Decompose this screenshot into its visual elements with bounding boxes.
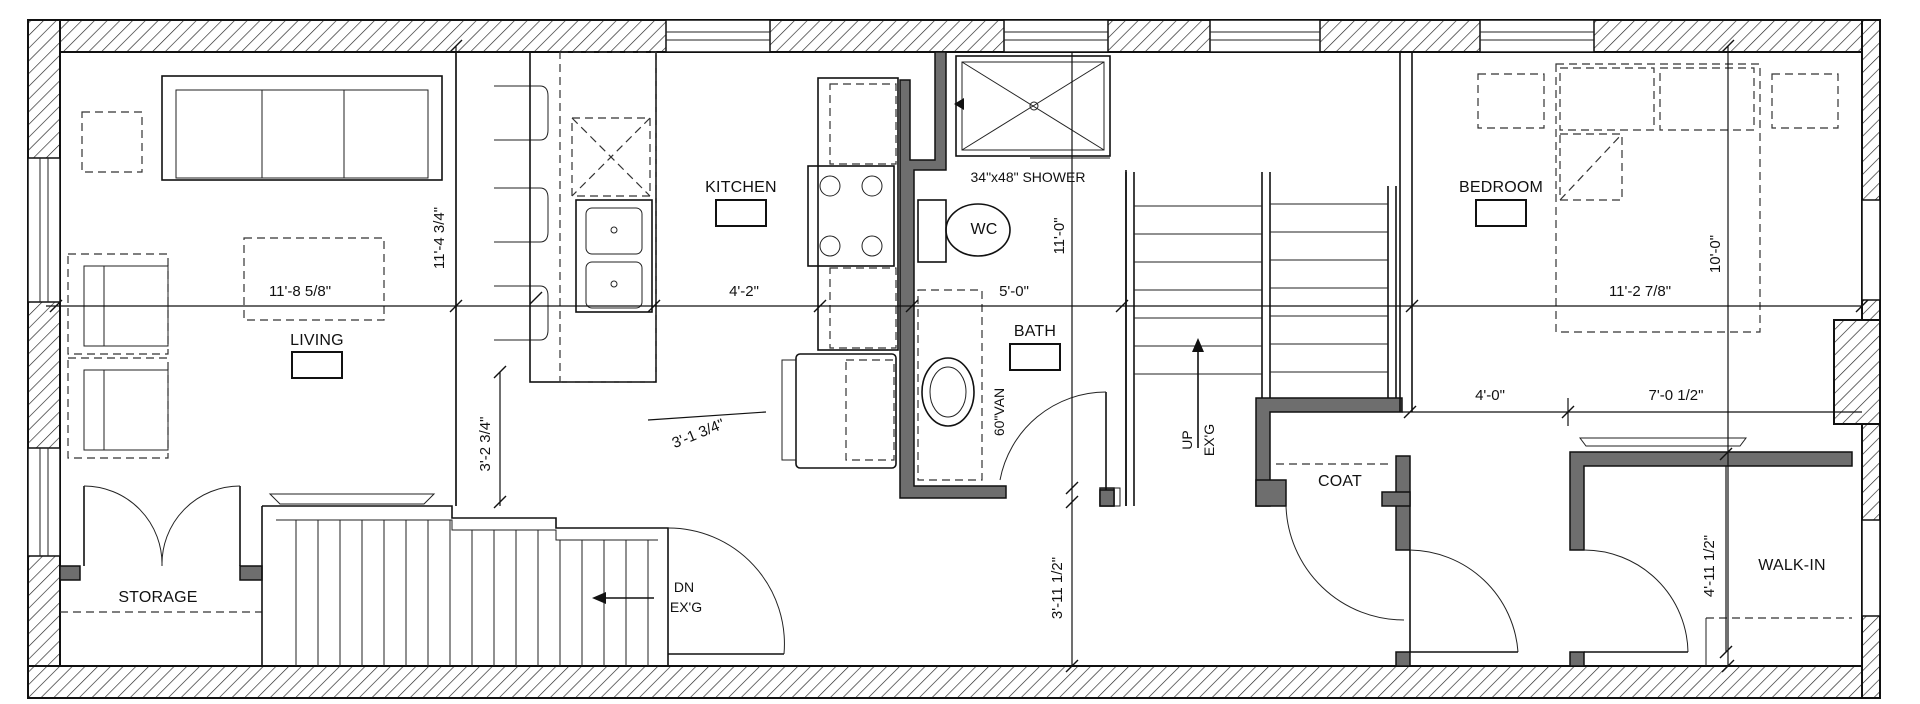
- dimension-lines: [46, 39, 1869, 673]
- dim-diagonal: 3'-1 3/4": [670, 416, 727, 452]
- room-label-bath: BATH: [1014, 323, 1056, 340]
- stairs: [261, 172, 1397, 666]
- label-stair-down: DN: [674, 579, 694, 595]
- kitchen-fixtures: [494, 51, 899, 469]
- label-stair-down-existing: EX'G: [670, 599, 702, 615]
- dim-hall-height: 3'-11 1/2": [1049, 557, 1066, 619]
- dim-bath-height: 11'-0": [1051, 217, 1068, 254]
- room-label-coat: COAT: [1318, 473, 1362, 490]
- dim-coat-width: 4'-0": [1475, 387, 1505, 404]
- label-stair-up: UP: [1179, 430, 1195, 449]
- bedroom-furniture: [1477, 63, 1839, 333]
- dim-walk-in-height: 4'-11 1/2": [1701, 535, 1718, 597]
- dim-bedroom-width: 11'-2 7/8": [1609, 283, 1671, 300]
- label-vanity: 60"VAN: [991, 388, 1007, 436]
- living-furniture: [60, 75, 443, 613]
- dim-kitchen-width: 4'-2": [729, 283, 759, 300]
- dim-walk-in-width: 7'-0 1/2": [1649, 387, 1704, 404]
- dim-bath-width: 5'-0": [999, 283, 1029, 300]
- dim-living-width: 11'-8 5/8": [269, 283, 331, 300]
- room-label-bedroom: BEDROOM: [1459, 179, 1543, 196]
- dim-counter-gap: 3'-2 3/4": [477, 417, 494, 472]
- label-stair-up-existing: EX'G: [1201, 424, 1217, 456]
- doors: [1276, 437, 1852, 666]
- dim-bedroom-height: 10'-0": [1707, 235, 1724, 273]
- room-label-storage: STORAGE: [118, 589, 197, 606]
- room-label-kitchen: KITCHEN: [705, 179, 777, 196]
- room-tags: [291, 199, 1527, 379]
- windows: [27, 19, 1881, 617]
- room-label-wc: WC: [970, 221, 997, 238]
- room-label-living: LIVING: [290, 332, 344, 349]
- dim-living-height: 11'-4 3/4": [431, 207, 448, 269]
- label-shower: 34"x48" SHOWER: [971, 169, 1086, 185]
- room-label-walk-in: WALK-IN: [1758, 557, 1825, 574]
- bath-fixtures: [917, 55, 1115, 507]
